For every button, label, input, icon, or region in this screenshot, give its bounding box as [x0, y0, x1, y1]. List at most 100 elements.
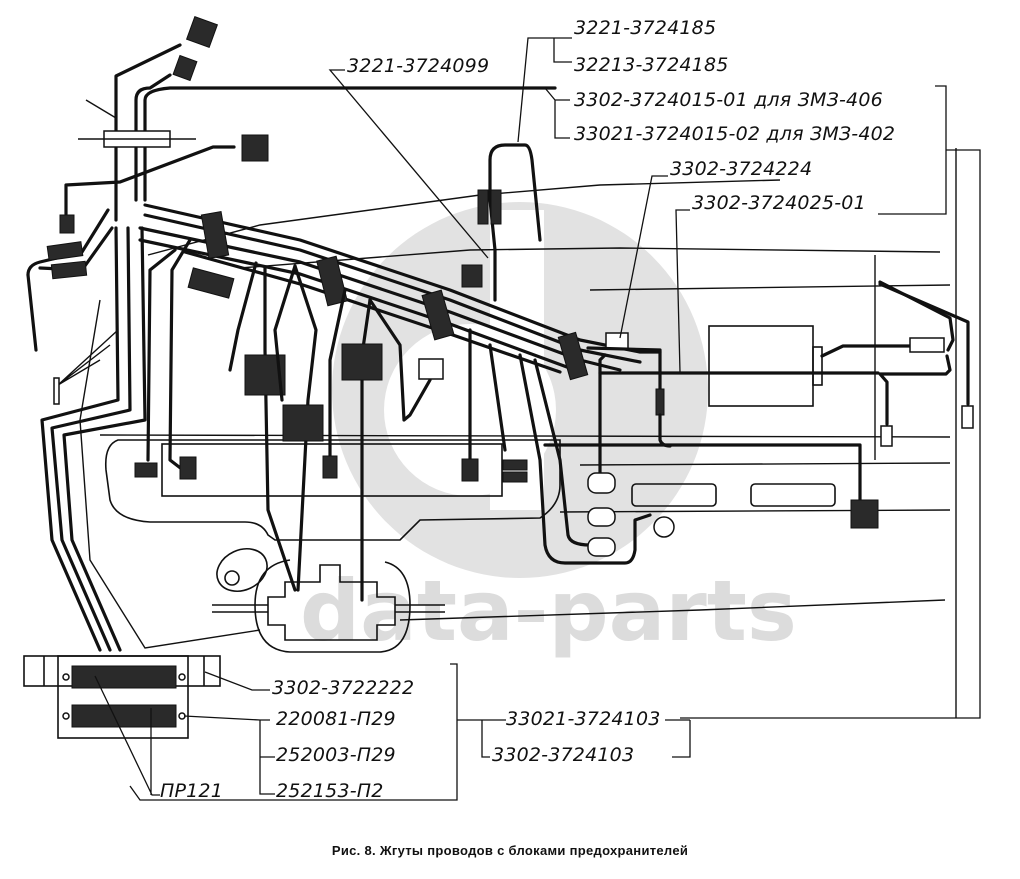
leader-main-harness [544, 87, 570, 139]
steering-column-wires [26, 15, 557, 652]
glovebox-recess [161, 443, 503, 497]
label-top-wire-b: 32213-3724185 [574, 54, 729, 76]
label-panel-harness-b: 3302-3724103 [492, 744, 634, 766]
center-branches [228, 143, 542, 602]
leader-panel-harness [478, 719, 691, 758]
ground-terminal [53, 377, 60, 405]
glovebox-connector-1 [134, 462, 158, 478]
branch-1 [228, 261, 258, 372]
top-connector-1 [185, 15, 219, 49]
bundle-line-4 [138, 238, 577, 372]
branch-5 [328, 288, 347, 462]
lamp-socket-3 [587, 537, 616, 557]
figure-caption: Рис. 8. Жгуты проводов с блоками предохр… [331, 843, 689, 858]
column-wire-3 [143, 86, 557, 202]
glovebox-wire-2 [168, 238, 192, 472]
leader-top-wire [517, 37, 572, 143]
column-wire-2 [134, 73, 172, 202]
trunk-to-fuse-1 [40, 226, 120, 652]
center-riser [488, 143, 542, 302]
harness-clamp-3 [421, 289, 455, 341]
panel-left-curve [79, 299, 261, 649]
lamp-harness [518, 332, 675, 565]
riser-connector-1 [477, 189, 489, 225]
trunk-to-fuse-3 [62, 226, 147, 652]
switch-block [605, 332, 629, 350]
right-wire-3 [878, 354, 952, 426]
panel-mid-line-3 [559, 509, 951, 513]
bottom-right-connector [850, 499, 879, 529]
fuse-row-2 [71, 704, 177, 728]
watermark-text: data-parts [300, 562, 797, 660]
bundle-line-2 [143, 213, 642, 364]
label-switch-harness: 3302-3724224 [670, 158, 812, 180]
branch-3 [273, 264, 297, 402]
heater-wire [820, 344, 914, 358]
leader-heater-harness [675, 209, 690, 373]
left-ground-wires [57, 329, 119, 386]
label-heater-harness: 3302-3724025-01 [692, 192, 866, 214]
part-labels: 3221-3724185 32213-3724185 3221-3724099 … [160, 17, 895, 802]
leader-center-harness [328, 69, 489, 259]
fuse-screw-1 [62, 673, 70, 681]
harness-clamp-1 [200, 211, 230, 259]
left-connector-1 [59, 214, 75, 234]
label-top-wire-a: 3221-3724185 [574, 17, 716, 39]
instrument-connector-3 [341, 343, 383, 381]
glovebox-connector-6 [502, 471, 528, 483]
left-hanging-wire [26, 273, 38, 352]
fuse-block-body [57, 655, 189, 739]
ignition-switch [216, 548, 268, 592]
label-fuse-connector-1: 220081-П29 [276, 708, 396, 730]
top-connector-2 [172, 54, 198, 82]
instrument-connector-2 [282, 404, 324, 442]
branch-7 [368, 298, 432, 422]
left-wire-a [26, 208, 110, 277]
leader-lines [94, 37, 981, 801]
label-fuse-connector-2: 252003-П29 [276, 744, 396, 766]
bundle-line-1 [143, 203, 662, 354]
label-main-harness-406: 3302-3724015-01 для ЗМЗ-406 [574, 89, 883, 111]
lamp-socket-2 [587, 507, 616, 527]
label-fuse-block: 3302-3722222 [272, 677, 414, 699]
label-panel-harness-a: 33021-3724103 [506, 708, 661, 730]
horn-wire [64, 145, 236, 216]
fuse-row-1 [71, 665, 177, 689]
branch-2 [263, 266, 297, 592]
glovebox-connector-2 [179, 456, 197, 480]
right-wire-2 [878, 282, 970, 406]
relay-connector-cluster [187, 267, 235, 299]
trunk-to-fuse-2 [50, 226, 132, 652]
lamp-wire [598, 353, 607, 482]
horn-connector [241, 134, 269, 162]
leader-switch-harness [619, 175, 668, 339]
glovebox-connector-3 [322, 455, 338, 479]
right-connector-b [880, 425, 893, 447]
vent-right [750, 483, 836, 507]
column-housing [254, 559, 411, 653]
column-shaft [212, 604, 445, 613]
glovebox-connector-5 [502, 459, 528, 471]
glovebox-wire-left [146, 248, 177, 462]
right-connector-a [961, 405, 974, 429]
dashboard-outline [79, 148, 957, 718]
leader-fuse-holder [94, 675, 160, 796]
fuse-screw-3 [62, 712, 70, 720]
lamp-loop-inner [533, 358, 592, 547]
lamp-loop-outer [518, 353, 652, 565]
panel-mid-line-2 [579, 462, 951, 466]
left-connector-3 [50, 260, 88, 280]
leader-main-bracket [680, 85, 981, 719]
heater-motor-body [708, 325, 814, 407]
lower-harness [543, 443, 862, 502]
leader-fuse-connector [183, 715, 275, 795]
column-wire-1 [114, 43, 182, 222]
panel-mid-line-1 [99, 434, 951, 438]
label-fuse-holder: ПР121 [160, 780, 223, 802]
branch-4 [293, 264, 318, 592]
harness-clamp-2 [316, 255, 348, 307]
lamp-socket-1 [587, 472, 616, 494]
label-fuse-connector-3: 252153-П2 [276, 780, 384, 802]
glovebox-connector-4 [461, 458, 479, 482]
